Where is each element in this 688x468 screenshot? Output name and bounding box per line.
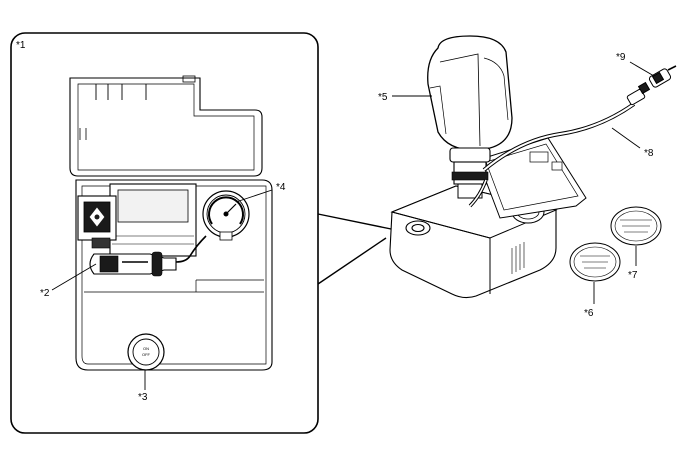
kit-leaders (392, 61, 655, 304)
callout-3: *3 (138, 392, 148, 403)
valve-adapter (648, 65, 677, 88)
switch-off-label: OFF (142, 352, 151, 357)
compressor-unit (109, 183, 197, 257)
callout-8: *8 (644, 148, 654, 159)
pressure-gauge (202, 190, 250, 241)
callout-7: *7 (628, 270, 638, 281)
hose-connector (626, 81, 651, 106)
sealant-bottle (427, 35, 513, 199)
callout-5: *5 (378, 92, 388, 103)
switch-on-label: ON (143, 346, 149, 351)
callout-2: *2 (40, 288, 50, 299)
detail-inset: ON OFF *1 *2 *3 *4 (10, 32, 319, 434)
case-base (75, 179, 273, 371)
speed-sticker (569, 242, 621, 282)
power-switch: ON OFF (127, 333, 165, 371)
callout-9: *9 (616, 52, 626, 63)
power-plug (89, 235, 207, 277)
air-hose (468, 102, 636, 208)
callout-4: *4 (276, 182, 286, 193)
callout-6: *6 (584, 308, 594, 319)
inset-leaders (51, 189, 273, 390)
warning-sticker (610, 206, 662, 246)
callout-1: *1 (16, 40, 26, 51)
case-lid (69, 75, 263, 177)
assembled-kit: *5 *9 *8 *6 *7 (378, 35, 677, 319)
zoom-connector (317, 213, 397, 285)
plug-holder (77, 195, 117, 249)
